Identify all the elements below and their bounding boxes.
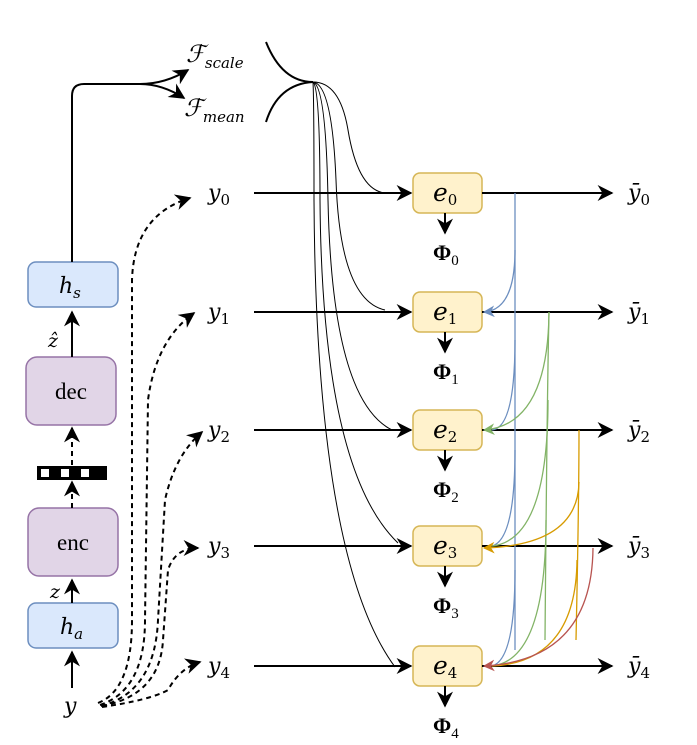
slice-input-label-4: y4: [207, 654, 230, 682]
z-label: z: [49, 581, 61, 603]
context-green-e3: [491, 399, 549, 547]
f-mean-label: ℱmean: [184, 94, 245, 126]
slice-output-label-0: ȳ0: [627, 181, 650, 209]
context-orange-trunk: [575, 429, 580, 641]
hs-label: hs: [59, 274, 81, 302]
entropy-node-label-2: e2: [433, 415, 457, 446]
ha-label: ha: [60, 615, 83, 643]
context-blue-e2: [491, 339, 516, 431]
f-merge-upper: [265, 41, 314, 83]
hyper-line-e1: [312, 81, 386, 311]
split-arrow-y3: [101, 540, 200, 707]
arrow-to-f-mean: [139, 83, 186, 99]
slice-input-label-1: y1: [207, 300, 230, 328]
y-input-label: y: [63, 694, 77, 719]
hyper-line-e2: [312, 81, 393, 431]
split-arrow-y0: [97, 194, 192, 704]
bitstream-icon: [37, 466, 107, 480]
context-green-e4: [491, 519, 547, 667]
split-arrows: [97, 194, 204, 708]
dec-label: dec: [55, 379, 87, 404]
context-green-trunk: [544, 311, 550, 641]
context-blue-e1: [482, 249, 516, 318]
slice-param-label-0: Φ0: [433, 240, 459, 269]
split-arrow-y4: [101, 658, 202, 708]
slice-param-label-3: Φ3: [433, 593, 459, 622]
hyperprior-column: ha z enc dec ẑ hs y: [25, 69, 190, 719]
f-merge-lower: [265, 81, 314, 123]
slice-output-label-2: ȳ2: [627, 418, 650, 446]
hs-output-line: [71, 83, 142, 262]
entropy-node-label-0: e0: [433, 178, 457, 209]
f-scale-label: ℱscale: [186, 40, 244, 72]
hyperprior-to-entropy-lines: [312, 81, 399, 668]
context-green-e2: [482, 311, 550, 436]
slice-output-label-4: ȳ4: [627, 654, 650, 682]
context-red-e4: [482, 547, 594, 672]
hyper-line-e3: [312, 81, 399, 544]
hyper-line-e0: [312, 81, 386, 194]
split-arrow-y1: [99, 312, 196, 706]
slice-input-label-2: y2: [207, 418, 230, 446]
slice-param-label-2: Φ2: [433, 477, 459, 506]
enc-label: enc: [57, 530, 89, 555]
context-orange-e3: [482, 481, 580, 554]
slice-input-label-3: y3: [207, 534, 230, 562]
context-blue-e3: [491, 449, 516, 547]
zhat-label: ẑ: [47, 330, 59, 352]
context-orange-e4: [491, 559, 578, 667]
context-blue-e4: [491, 569, 516, 667]
hyper-line-e4: [312, 81, 396, 668]
slice-param-label-4: Φ4: [433, 713, 459, 742]
arrow-to-f-scale: [139, 69, 190, 85]
slice-input-label-0: y0: [207, 181, 230, 209]
entropy-node-label-1: e1: [433, 297, 457, 328]
slice-output-label-1: ȳ1: [627, 300, 650, 328]
slice-output-label-3: ȳ3: [627, 534, 650, 562]
slice-param-label-1: Φ1: [433, 359, 459, 388]
entropy-node-label-4: e4: [433, 651, 457, 682]
entropy-node-label-3: e3: [433, 531, 457, 562]
context-curves: [482, 193, 594, 672]
split-arrow-y2: [100, 430, 204, 707]
